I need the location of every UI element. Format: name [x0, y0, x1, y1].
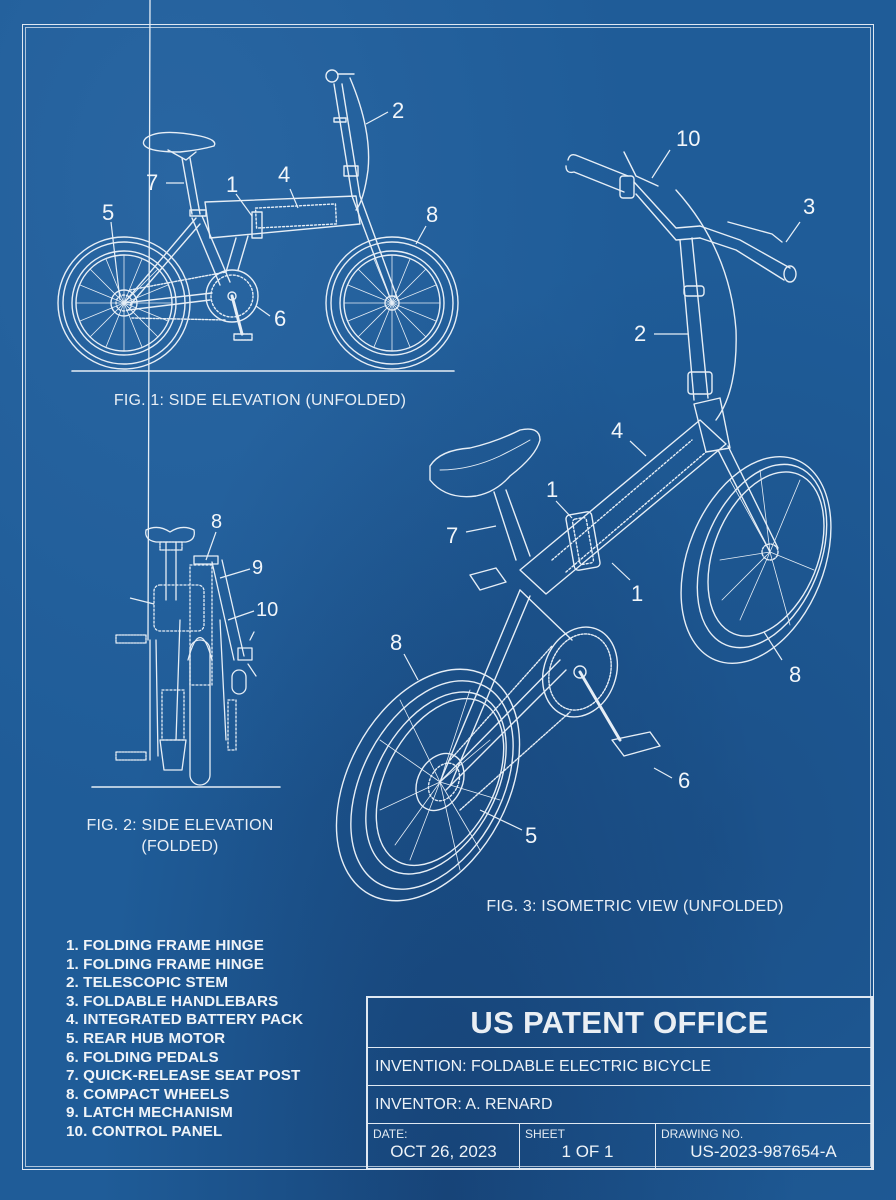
legend-item: 2. TELESCOPIC STEM	[66, 974, 229, 992]
legend-item: 9. LATCH MECHANISM	[66, 1104, 233, 1122]
parts-legend: 1. FOLDING FRAME HINGE 1. FOLDING FRAME …	[66, 937, 303, 1142]
fig3-callout-6: 6	[678, 768, 691, 793]
fig3-callout-2: 2	[634, 321, 647, 346]
fig1-caption: FIG. 1: SIDE ELEVATION (UNFOLDED)	[113, 392, 407, 409]
sheet-cell: SHEET 1 OF 1	[520, 1124, 656, 1168]
legend-item: 1. FOLDING FRAME HINGE	[66, 955, 264, 973]
fig2-callout-10: 10	[256, 599, 279, 621]
fig2-caption-line2: (FOLDED)	[141, 838, 219, 855]
fig3-callout-1b: 1	[631, 581, 644, 606]
title-block: US PATENT OFFICE INVENTION: FOLDABLE ELE…	[366, 996, 873, 1170]
legend-item: 10. CONTROL PANEL	[66, 1122, 223, 1140]
fig1-callout-2: 2	[392, 98, 405, 123]
fig1-bicycle	[57, 69, 459, 372]
fig1-callout-1: 1	[226, 172, 239, 197]
fig2-caption-line1: FIG. 2: SIDE ELEVATION	[86, 817, 274, 834]
date-label: DATE:	[373, 1127, 408, 1141]
fig1-callout-4: 4	[278, 162, 291, 187]
fig3-caption: FIG. 3: ISOMETRIC VIEW (UNFOLDED)	[486, 898, 784, 915]
fig1-callout-8: 8	[426, 202, 439, 227]
fig3-callout-10: 10	[676, 126, 701, 151]
drawing-number-cell: DRAWING NO. US-2023-987654-A	[656, 1124, 871, 1168]
fig3-callout-1a: 1	[546, 477, 559, 502]
fig2-callout-8: 8	[211, 511, 223, 533]
fig3-callout-5: 5	[525, 823, 538, 848]
invention-field: INVENTION: FOLDABLE ELECTRIC BICYCLE	[368, 1048, 871, 1086]
fig1-callout-7: 7	[146, 170, 159, 195]
legend-item: 8. COMPACT WHEELS	[66, 1085, 230, 1103]
fig3-callout-8a: 8	[390, 630, 403, 655]
fig3-callout-3: 3	[803, 194, 816, 219]
legend-item: 5. REAR HUB MOTOR	[66, 1029, 226, 1047]
sheet-label: SHEET	[525, 1127, 566, 1141]
fig3-callout-7: 7	[446, 523, 459, 548]
fig3-bicycle	[335, 151, 832, 902]
fig3-callout-4: 4	[611, 418, 624, 443]
fig1-callout-6: 6	[274, 306, 287, 331]
date-value: OCT 26, 2023	[390, 1142, 497, 1161]
fig2-callout-9: 9	[252, 557, 264, 579]
legend-item: 4. INTEGRATED BATTERY PACK	[66, 1011, 304, 1029]
drawing-number-value: US-2023-987654-A	[690, 1142, 837, 1161]
title-block-cells: DATE: OCT 26, 2023 SHEET 1 OF 1 DRAWING …	[368, 1124, 871, 1168]
sheet-value: 1 OF 1	[561, 1142, 614, 1161]
drawing-number-label: DRAWING NO.	[661, 1127, 744, 1141]
patent-office-title: US PATENT OFFICE	[368, 998, 871, 1048]
fig2-bicycle	[91, 0, 281, 788]
sheet-border-inner	[25, 27, 871, 1167]
date-cell: DATE: OCT 26, 2023	[368, 1124, 520, 1168]
inventor-field: INVENTOR: A. RENARD	[368, 1086, 871, 1124]
fig3-callout-8b: 8	[789, 662, 802, 687]
legend-item: 6. FOLDING PEDALS	[66, 1048, 219, 1066]
fig1-callout-5: 5	[102, 200, 115, 225]
legend-item: 1. FOLDING FRAME HINGE	[66, 937, 264, 954]
legend-item: 3. FOLDABLE HANDLEBARS	[66, 992, 279, 1010]
legend-item: 7. QUICK-RELEASE SEAT POST	[66, 1067, 301, 1085]
